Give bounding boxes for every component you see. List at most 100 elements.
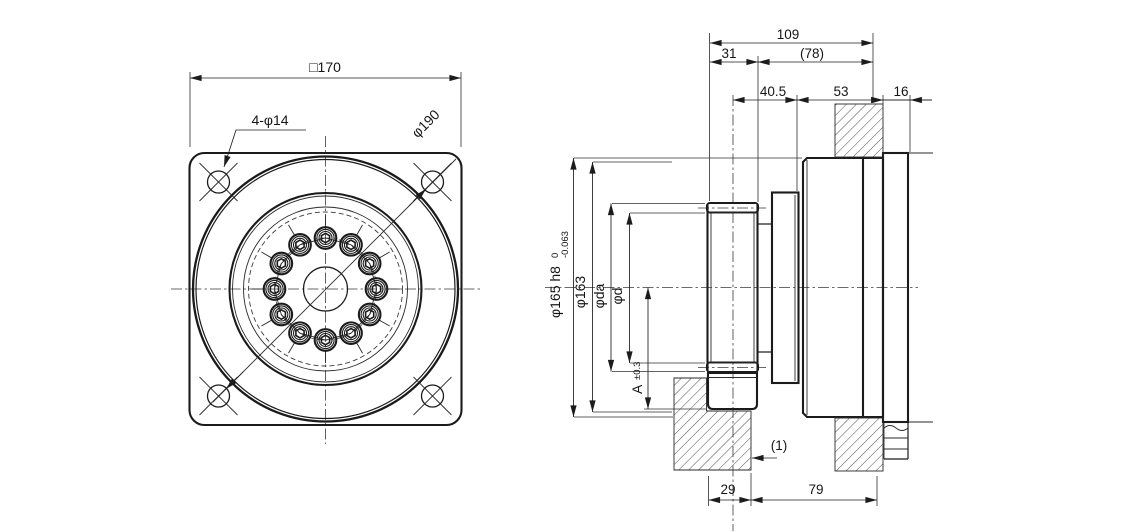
center-bore — [302, 266, 349, 312]
dim-arrow — [225, 371, 244, 390]
hex-socket — [269, 283, 280, 295]
screw-head-ring — [269, 251, 294, 276]
recess-circle — [195, 158, 456, 420]
dim-center-height: A — [629, 384, 645, 394]
socket-screw — [364, 277, 389, 301]
socket-screw — [269, 251, 294, 276]
dim-front-offset: 29 — [720, 482, 735, 497]
socket-screw — [339, 321, 363, 346]
hex-socket — [364, 308, 375, 321]
dim-rear-offset: 79 — [808, 482, 823, 497]
screw-head-ring — [288, 321, 312, 346]
mounting-hole — [420, 170, 445, 194]
dim-pilot-tol-lower: -0.063 — [560, 231, 571, 258]
corner-hole — [413, 376, 452, 416]
dim-tip-dia: φda — [591, 283, 607, 308]
dim-pilot-dia-group: φ165 h8 0 -0.063 — [547, 231, 571, 318]
dim-pilot-dia: φ165 h8 — [547, 266, 563, 318]
dim-overall-length: 109 — [777, 27, 800, 42]
hex-socket — [295, 239, 305, 251]
machine-bed-section — [673, 377, 752, 471]
hex-socket — [320, 334, 331, 346]
hub-circle-inner — [232, 195, 419, 383]
screw-tick — [379, 251, 390, 259]
socket-screw — [313, 328, 338, 352]
screw-head-ring — [313, 226, 338, 250]
dim-front-width: 31 — [721, 46, 736, 61]
socket-screw — [269, 302, 294, 327]
dim-center-height-tol: ±0.3 — [632, 362, 643, 380]
screw-tick — [261, 319, 272, 327]
socket-screw — [339, 232, 363, 257]
socket-screw — [313, 226, 338, 250]
leader-corner-holes — [223, 129, 306, 168]
dim-square-size: □170 — [309, 59, 341, 75]
screw-head-ring — [339, 232, 363, 257]
screw-tick — [379, 319, 390, 327]
screw-head-ring — [267, 281, 282, 297]
dim-gear-offset: 40.5 — [760, 84, 786, 99]
flange-square-outline — [188, 151, 463, 427]
screw-head-ring — [318, 230, 333, 246]
bolt-polygon — [274, 237, 377, 341]
hex-socket — [276, 308, 287, 321]
screw-head-ring — [313, 328, 338, 352]
hole-slash — [413, 376, 452, 416]
hex-socket — [364, 257, 375, 270]
screw-head-ring — [341, 235, 361, 254]
dim-hole-circle: φ190 — [408, 106, 442, 140]
corner-hole — [199, 162, 238, 202]
front-view: □170 4-φ14 φ190 — [171, 59, 480, 444]
adapter-disc — [770, 191, 800, 385]
socket-screw — [288, 321, 312, 346]
screw-head-ring — [292, 326, 308, 341]
screw-head-ring — [357, 251, 382, 276]
hex-socket — [276, 257, 287, 270]
screw-head-ring — [339, 321, 363, 346]
machine-plate-section-bottom — [834, 417, 884, 472]
dim-shim-gap: (1) — [771, 438, 788, 453]
screw-head-ring — [272, 254, 291, 273]
screw-head-ring — [274, 256, 289, 271]
socket-screw — [357, 302, 382, 327]
hex-socket — [371, 283, 382, 295]
screw-head-ring — [292, 237, 308, 252]
screw-head-ring — [318, 332, 333, 348]
screw-head-ring — [316, 330, 335, 350]
socket-screw — [288, 232, 312, 257]
screw-tick — [356, 342, 363, 354]
mounting-hole — [206, 170, 231, 194]
screw-head-ring — [357, 302, 382, 327]
screw-head-ring — [262, 277, 287, 301]
screw-head-ring — [274, 307, 289, 322]
screw-tick — [288, 224, 295, 236]
screw-head-ring — [360, 305, 379, 324]
dim-ref-dia: φd — [609, 288, 625, 305]
screw-head-ring — [362, 307, 377, 322]
dim-pilot-length: 16 — [893, 84, 908, 99]
screw-head-ring — [269, 302, 294, 327]
thread-circle-dashed — [248, 211, 403, 367]
machine-plate-section-top — [834, 103, 884, 158]
dim-arrow — [408, 188, 427, 207]
screw-head-ring — [343, 326, 359, 341]
screw-head-ring — [362, 256, 377, 271]
screw-head-ring — [341, 324, 361, 343]
screw-head-ring — [290, 235, 310, 254]
dim-body-length: 53 — [833, 84, 848, 99]
side-view: 109 31 (78) 40.5 53 16 φ165 h8 0 -0.063 … — [545, 27, 933, 531]
hub-circle-outer — [228, 191, 423, 387]
hex-socket — [320, 232, 331, 244]
screw-head-ring — [369, 281, 384, 297]
motor-pilot-section — [881, 151, 910, 424]
step-circle — [243, 206, 408, 372]
dim-center-height-group: A ±0.3 — [629, 362, 645, 394]
mounting-hole — [420, 384, 445, 408]
screw-tick — [356, 224, 363, 236]
hex-socket — [346, 239, 356, 251]
dim-rear-length: (78) — [800, 46, 824, 61]
hex-socket — [346, 327, 356, 339]
socket-screw — [357, 251, 382, 276]
